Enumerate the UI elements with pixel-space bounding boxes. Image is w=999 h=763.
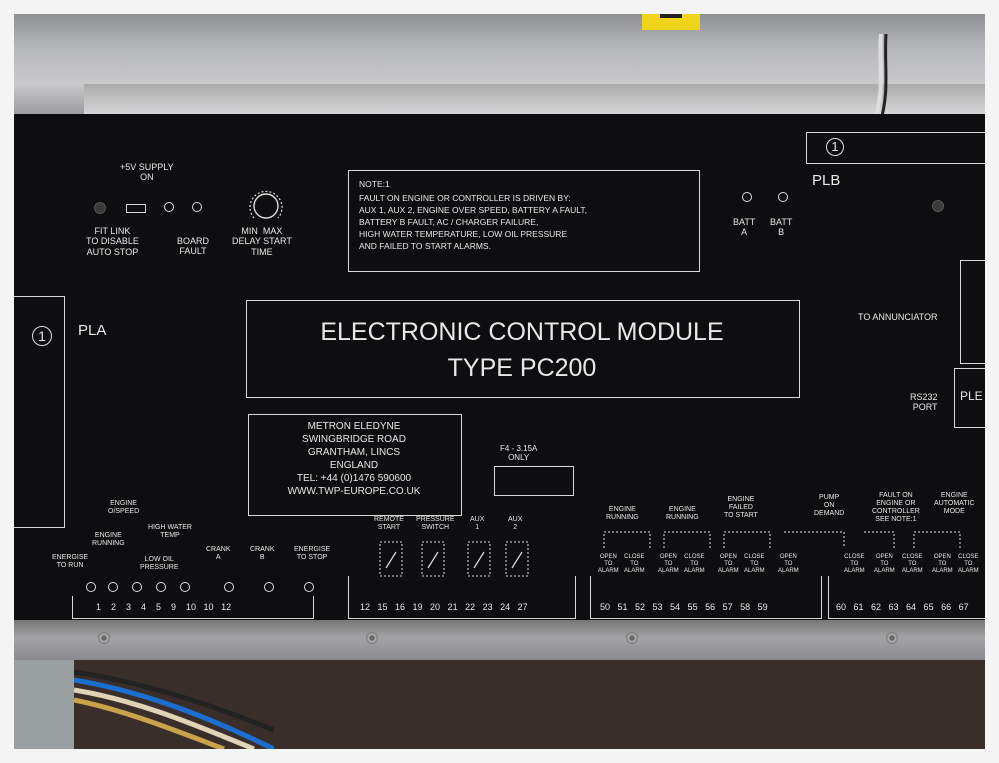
contact-label: CLOSE TO ALARM xyxy=(624,554,645,574)
module-title: ELECTRONIC CONTROL MODULE xyxy=(320,318,724,346)
plb-number: 1 xyxy=(826,138,844,156)
engine-running-label: ENGINE RUNNING xyxy=(92,532,125,548)
terminal-led xyxy=(264,582,274,592)
right-terminal-numbers-1: 50 51 52 53 54 55 56 57 58 59 xyxy=(600,602,768,612)
contact-label: OPEN TO ALARM xyxy=(718,554,739,574)
contact-label: OPEN TO ALARM xyxy=(598,554,619,574)
annunciator-connector xyxy=(960,260,985,364)
rail-screw xyxy=(626,632,638,644)
fuse-label: F4 - 3.15A ONLY xyxy=(500,444,538,463)
batt-a-label: BATT A xyxy=(733,217,756,238)
terminal-led xyxy=(86,582,96,592)
rail-screw xyxy=(886,632,898,644)
cable-bundle xyxy=(872,34,888,124)
right-terminal-numbers-2: 60 61 62 63 64 65 66 67 xyxy=(836,602,969,612)
contact-label: OPEN TO ALARM xyxy=(874,554,895,574)
yellow-label xyxy=(642,14,700,30)
energise-stop-label: ENERGISE TO STOP xyxy=(294,546,331,562)
photo-scene: +5V SUPPLY ON FIT LINK TO DISABLE AUTO S… xyxy=(14,14,985,749)
pla-connector xyxy=(14,296,65,528)
rail-screw xyxy=(98,632,110,644)
left-terminal-block xyxy=(72,596,314,619)
plb-connector xyxy=(806,132,985,164)
terminal-led xyxy=(224,582,234,592)
rs232-port xyxy=(954,368,985,428)
engine-overspeed-label: ENGINE O/SPEED xyxy=(108,500,140,516)
annunciator-label: TO ANNUNCIATOR xyxy=(858,312,938,322)
pressure-switch-label: PRESSURE SWITCH xyxy=(416,516,455,532)
contact-label: CLOSE TO ALARM xyxy=(844,554,865,574)
contact-label: OPEN TO ALARM xyxy=(932,554,953,574)
delay-pot-icon xyxy=(249,190,283,219)
contact-brackets xyxy=(603,531,961,548)
engine-running-2-label: ENGINE RUNNING xyxy=(666,506,699,522)
rs232-label: RS232 PORT xyxy=(910,392,938,413)
remote-start-label: REMOTE START xyxy=(374,516,404,532)
crank-a-label: CRANK A xyxy=(206,546,231,562)
batt-b-label: BATT B xyxy=(770,217,793,238)
contact-label: CLOSE TO ALARM xyxy=(958,554,979,574)
panel-screw xyxy=(932,200,944,212)
rail-screw xyxy=(366,632,378,644)
plb-label: PLB xyxy=(812,172,841,189)
address-text: METRON ELEDYNE SWINGBRIDGE ROAD GRANTHAM… xyxy=(287,421,421,497)
fuse-holder xyxy=(494,466,574,496)
note-box xyxy=(348,170,700,272)
contact-label: CLOSE TO ALARM xyxy=(744,554,765,574)
crank-b-label: CRANK B xyxy=(250,546,275,562)
right-terminal-block-2 xyxy=(828,576,985,619)
pump-demand-label: PUMP ON DEMAND xyxy=(814,494,845,518)
ple-label: PLE xyxy=(960,389,983,403)
terminal-led xyxy=(304,582,314,592)
contact-label: OPEN TO ALARM xyxy=(778,554,799,574)
supply-led xyxy=(164,202,174,212)
engine-running-1-label: ENGINE RUNNING xyxy=(606,506,639,522)
high-water-label: HIGH WATER TEMP xyxy=(148,524,192,540)
address-box xyxy=(248,414,462,516)
contact-label: CLOSE TO ALARM xyxy=(684,554,705,574)
pla-number: 1 xyxy=(32,326,52,346)
input-contact-symbols xyxy=(379,541,529,577)
mid-terminal-block xyxy=(348,576,576,619)
fit-link xyxy=(126,204,146,213)
terminal-led xyxy=(108,582,118,592)
contact-label: OPEN TO ALARM xyxy=(658,554,679,574)
left-terminal-numbers: 1 2 3 4 5 9 10 10 12 xyxy=(96,602,232,612)
delay-label: MIN MAX DELAY START TIME xyxy=(232,226,292,257)
supply-label: +5V SUPPLY ON xyxy=(120,162,174,183)
below-left-panel xyxy=(14,660,74,749)
batt-b-led xyxy=(778,192,788,202)
bottom-rail xyxy=(14,620,985,660)
terminal-led xyxy=(156,582,166,592)
board-fault-label: BOARD FAULT xyxy=(177,236,210,257)
aux1-label: AUX 1 xyxy=(470,516,485,532)
low-oil-label: LOW OIL PRESSURE xyxy=(140,556,179,572)
title-box xyxy=(246,300,800,398)
module-type: TYPE PC200 xyxy=(447,354,597,382)
control-panel: +5V SUPPLY ON FIT LINK TO DISABLE AUTO S… xyxy=(14,114,985,620)
panel-screw xyxy=(94,202,106,214)
frame-lip xyxy=(84,84,985,114)
batt-a-led xyxy=(742,192,752,202)
mid-terminal-numbers: 12 15 16 19 20 21 22 23 24 27 xyxy=(360,602,528,612)
right-terminal-block-1 xyxy=(590,576,822,619)
fit-link-label: FIT LINK TO DISABLE AUTO STOP xyxy=(86,226,139,257)
engine-failed-label: ENGINE FAILED TO START xyxy=(724,496,758,520)
wiring-bundle xyxy=(74,669,274,749)
board-fault-led xyxy=(192,202,202,212)
engine-auto-label: ENGINE AUTOMATIC MODE xyxy=(934,492,975,516)
terminal-led xyxy=(180,582,190,592)
fault-controller-label: FAULT ON ENGINE OR CONTROLLER SEE NOTE:1 xyxy=(872,492,920,524)
terminal-led xyxy=(132,582,142,592)
note-text: FAULT ON ENGINE OR CONTROLLER IS DRIVEN … xyxy=(359,193,588,251)
energise-run-label: ENERGISE TO RUN xyxy=(52,554,89,570)
pla-label: PLA xyxy=(78,322,107,339)
note-title: NOTE:1 xyxy=(359,179,390,189)
aux2-label: AUX 2 xyxy=(508,516,523,532)
contact-label: CLOSE TO ALARM xyxy=(902,554,923,574)
